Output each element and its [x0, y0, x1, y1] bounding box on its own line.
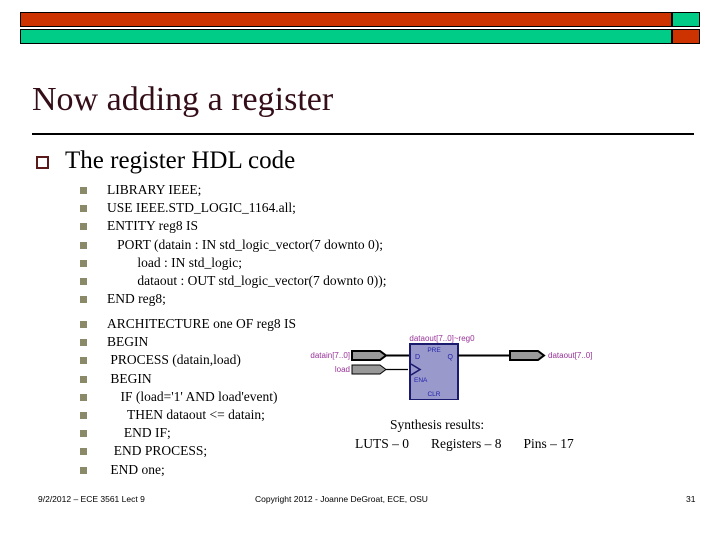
filled-square-bullet-icon	[80, 187, 87, 194]
code-line: BEGIN	[80, 370, 510, 388]
hdl-code-entity-block: LIBRARY IEEE; USE IEEE.STD_LOGIC_1164.all…	[80, 181, 510, 308]
schematic-input-port-datain	[351, 350, 388, 361]
schematic-block-label: dataout[7..0]~reg0	[409, 334, 475, 343]
slide-footer: 9/2/2012 – ECE 3561 Lect 9 Copyright 201…	[0, 494, 720, 534]
code-line-label: ARCHITECTURE one OF reg8 IS	[107, 316, 296, 331]
schematic-clock-triangle-icon	[410, 363, 422, 376]
footer-copyright: Copyright 2012 - Joanne DeGroat, ECE, OS…	[255, 494, 428, 504]
filled-square-bullet-icon	[80, 241, 87, 249]
filled-square-bullet-icon	[80, 296, 87, 304]
code-line-label: BEGIN	[107, 370, 152, 386]
footer-lecture-info: 9/2/2012 – ECE 3561 Lect 9	[38, 494, 145, 504]
code-line-label: LIBRARY IEEE;	[107, 182, 202, 197]
filled-square-bullet-icon	[80, 339, 87, 347]
synthesis-results: Synthesis results: LUTS – 0 Registers – 8…	[355, 416, 705, 453]
filled-square-bullet-icon	[80, 321, 87, 328]
code-line-label: IF (load='1' AND load'event)	[107, 388, 278, 404]
code-line: THEN dataout <= datain;	[80, 406, 510, 424]
filled-square-bullet-icon	[80, 277, 87, 285]
synthesis-stat: LUTS – 0	[355, 436, 409, 451]
header-bar-green-long	[20, 29, 672, 44]
header-bar-red-long	[20, 12, 672, 27]
schematic-input-label-load: load	[335, 365, 350, 374]
header-bar-red-short	[672, 29, 700, 44]
code-line: dataout : OUT std_logic_vector(7 downto …	[80, 272, 510, 290]
hdl-code-architecture-block: ARCHITECTURE one OF reg8 IS BEGIN PROCESS…	[80, 315, 510, 479]
code-line: END PROCESS;	[80, 442, 510, 460]
code-line-label: PORT (datain : IN std_logic_vector(7 dow…	[107, 236, 384, 252]
code-line-label: USE IEEE.STD_LOGIC_1164.all;	[107, 200, 296, 216]
title-divider	[32, 133, 694, 135]
bullet-level1: The register HDL code	[36, 146, 295, 176]
code-line-label: END IF;	[107, 425, 171, 441]
code-line-label: load : IN std_logic;	[107, 254, 242, 270]
schematic-pin-q: Q	[448, 354, 454, 361]
code-line-label: ENTITY reg8 IS	[107, 218, 198, 234]
code-line-label: BEGIN	[107, 334, 149, 350]
code-line-label: END PROCESS;	[107, 443, 208, 459]
schematic-pin-d: D	[415, 354, 420, 361]
filled-square-bullet-icon	[80, 430, 87, 438]
filled-square-bullet-icon	[80, 466, 87, 474]
code-line: END reg8;	[80, 290, 510, 308]
decorative-header-bars	[20, 12, 700, 46]
schematic-pin-pre: PRE	[427, 347, 441, 354]
code-line: LIBRARY IEEE;	[80, 181, 510, 199]
synthesis-stat: Registers – 8	[431, 436, 502, 451]
bullet-level1-label: The register HDL code	[65, 147, 296, 174]
code-line-label: PROCESS (datain,load)	[107, 352, 241, 368]
code-line-label: dataout : OUT std_logic_vector(7 downto …	[107, 272, 387, 288]
page-title: Now adding a register	[32, 81, 334, 118]
schematic-input-label-datain: datain[7..0]	[310, 351, 350, 360]
code-line: load : IN std_logic;	[80, 254, 510, 272]
code-line: BEGIN	[80, 333, 510, 351]
code-line: USE IEEE.STD_LOGIC_1164.all;	[80, 199, 510, 217]
code-line: END one;	[80, 461, 510, 479]
schematic-output-label-dataout: dataout[7..0]	[548, 351, 592, 360]
schematic-pin-clr: CLR	[427, 391, 440, 398]
code-line: PROCESS (datain,load)	[80, 351, 510, 369]
filled-square-bullet-icon	[80, 411, 87, 419]
filled-square-bullet-icon	[80, 259, 87, 267]
synthesis-results-title: Synthesis results:	[390, 417, 485, 432]
code-line-label: END one;	[107, 461, 165, 477]
header-bar-row-top	[20, 12, 700, 27]
code-line: END IF;	[80, 424, 510, 442]
code-line: ENTITY reg8 IS	[80, 217, 510, 235]
footer-page-number: 31	[686, 494, 696, 504]
header-bar-row-bottom	[20, 29, 700, 44]
schematic-pin-ena: ENA	[414, 377, 428, 384]
synthesis-stat: Pins – 17	[523, 436, 574, 451]
filled-square-bullet-icon	[80, 205, 87, 213]
filled-square-bullet-icon	[80, 448, 87, 456]
code-line: PORT (datain : IN std_logic_vector(7 dow…	[80, 236, 510, 254]
filled-square-bullet-icon	[80, 223, 87, 231]
hollow-square-bullet-icon	[36, 156, 49, 169]
filled-square-bullet-icon	[80, 357, 87, 365]
synthesized-schematic-diagram: dataout[7..0]~reg0 datain[7..0] load PRE…	[292, 332, 610, 400]
code-line: ARCHITECTURE one OF reg8 IS	[80, 315, 510, 333]
header-bar-green-short	[672, 12, 700, 27]
code-line-label: THEN dataout <= datain;	[107, 406, 265, 422]
schematic-output-port-dataout	[509, 350, 546, 361]
filled-square-bullet-icon	[80, 375, 87, 383]
schematic-input-port-load	[351, 364, 387, 375]
filled-square-bullet-icon	[80, 393, 87, 401]
schematic-register-block	[409, 343, 459, 400]
code-line-label: END reg8;	[107, 291, 166, 307]
synthesis-results-stats: LUTS – 0 Registers – 8 Pins – 17	[355, 435, 705, 453]
code-line: IF (load='1' AND load'event)	[80, 388, 510, 406]
